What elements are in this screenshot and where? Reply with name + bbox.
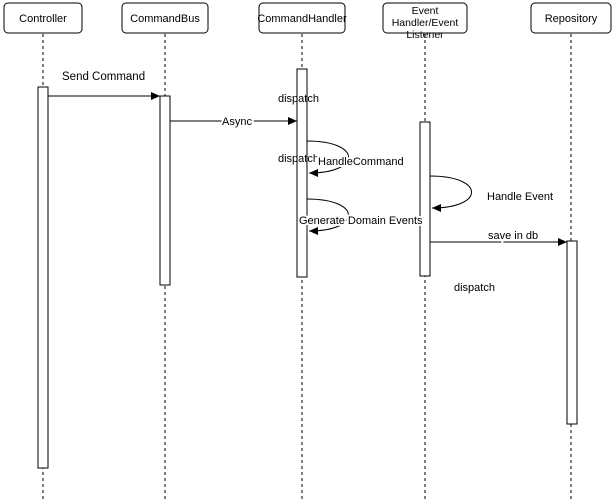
repository-activation: [566, 240, 578, 425]
commandhandler-activation: [296, 68, 308, 278]
dispatch-label-1: dispatch: [278, 93, 319, 105]
actor-eventhandler-label-line1: Event: [412, 5, 439, 17]
generate-events-self-arrow: [306, 198, 349, 235]
actor-controller-label: Controller: [19, 13, 67, 25]
dispatch-label-2: dispatch: [278, 153, 319, 165]
controller-activation: [37, 86, 49, 469]
handle-command-label: HandleCommand: [318, 156, 404, 168]
commandbus-activation: [159, 95, 171, 286]
actor-eventhandler: Event Handler/Event Listener: [382, 2, 468, 41]
actor-commandbus-label: CommandBus: [130, 13, 200, 25]
actor-commandhandler: CommandHandler: [257, 2, 347, 34]
actor-controller: Controller: [3, 2, 83, 34]
actor-eventhandler-label-line3: Listener: [406, 29, 444, 41]
actor-commandhandler-label: CommandHandler: [257, 13, 347, 25]
actor-commandbus: CommandBus: [121, 2, 209, 34]
handle-event-label: Handle Event: [487, 191, 553, 203]
async-label: Async: [222, 116, 252, 128]
generate-events-label: Generate Domain Events: [299, 215, 423, 227]
handle-event-self-arrow: [429, 175, 472, 212]
actor-eventhandler-label-line2: Handler/Event: [392, 17, 459, 29]
actor-repository-label: Repository: [545, 13, 598, 25]
dispatch-label-3: dispatch: [454, 282, 495, 294]
eventhandler-activation: [419, 121, 431, 277]
send-command-label: Send Command: [62, 71, 145, 83]
handle-command-self-arrow: [306, 140, 349, 177]
actor-repository: Repository: [530, 2, 612, 34]
save-in-db-label: save in db: [488, 230, 538, 242]
